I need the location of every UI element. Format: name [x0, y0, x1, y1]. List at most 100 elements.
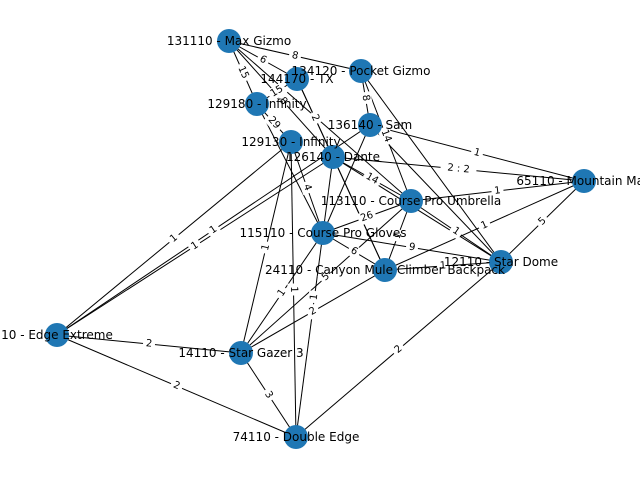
edge-weight-text: 14 — [379, 128, 394, 144]
edge-weight-text: 26 — [359, 210, 375, 225]
edge-weight-text: 1 — [479, 219, 489, 232]
edge-weight-label: 15 — [233, 61, 253, 84]
edge-weight-label-bg — [390, 227, 406, 244]
edge-weight-text: 15 — [235, 64, 250, 80]
node-label: 129180 - Infinity — [207, 97, 306, 111]
edge-weight-label-bg — [356, 208, 378, 226]
node-n10 — [45, 323, 69, 347]
node-n134120 — [349, 59, 373, 83]
edge-weight-label-bg — [233, 61, 253, 84]
edge-weight-label: 1 — [258, 240, 274, 255]
node-n126140 — [321, 145, 345, 169]
edge-weight-label-bg — [258, 240, 274, 255]
edge-weight-label: 1 — [287, 283, 300, 296]
edge-weight-text: 6 — [348, 245, 359, 258]
edge-weight-label: 1 — [186, 237, 204, 255]
node-label: 113110 - Course Pro Umbrella — [321, 194, 502, 208]
edge — [369, 124, 502, 263]
node-label: 115110 - Course Pro Gloves — [239, 226, 406, 240]
node-label: 134120 - Pocket Gizmo — [292, 64, 431, 78]
edge-weight-label: 1 — [165, 230, 183, 247]
edge-weight-label-bg — [307, 110, 323, 126]
edge-weight-label-bg — [273, 284, 291, 302]
edge-weight-text: 1 — [392, 231, 405, 241]
edge-weight-label-bg — [186, 237, 204, 255]
node-n65110 — [572, 169, 596, 193]
node-label: 14110 - Star Gazer 3 — [178, 346, 303, 360]
edge-weight-label: 15 — [266, 81, 288, 102]
edge-weight-text: 14 — [364, 171, 380, 187]
node-n131110 — [217, 29, 241, 53]
edge-weight-text: 8 — [360, 94, 372, 102]
edge-weight-label: 26 — [356, 208, 378, 226]
edge-weight-text: 3 — [262, 389, 275, 400]
edge-weight-label: 8 — [358, 91, 373, 105]
edge-weight-label: 14 — [361, 169, 383, 189]
edge-weight-text: 1 — [288, 286, 299, 293]
edge-weight-label-bg — [260, 386, 277, 404]
node-n129180 — [245, 92, 269, 116]
edge-weight-text: 1 — [439, 260, 446, 271]
edge-weight-label: 29 — [263, 112, 285, 134]
edge-weight-text: 4 — [301, 183, 313, 193]
node-label: 144170 - TX — [260, 72, 333, 86]
node-n144170 — [285, 67, 309, 91]
edge-weight-label: 6 — [254, 51, 272, 69]
node-n129130 — [279, 130, 303, 154]
edge-weight-text: 2 : 2 — [447, 162, 470, 175]
edge-weight-text: 1 — [494, 185, 502, 197]
node-label: 131110 - Max Gizmo — [167, 34, 291, 48]
node-n24110 — [373, 258, 397, 282]
edge-weight-label-bg — [287, 48, 303, 64]
edge-weight-text: 1 — [309, 293, 321, 301]
edge-weight-label-bg — [358, 91, 373, 105]
edge-weight-label-bg — [254, 51, 272, 69]
edge-weight-text: 1 — [276, 287, 289, 298]
edge-weight-label: 1 — [307, 290, 322, 304]
node-label: 24110 - Canyon Mule Climber Backpack — [265, 263, 505, 277]
edge-weight-label: 2 — [307, 110, 323, 126]
node-label: 74110 - Double Edge — [233, 430, 360, 444]
edge-weight-label-bg — [307, 290, 322, 304]
edge-weight-label-bg — [299, 179, 315, 196]
edge-weight-text: 1 — [168, 232, 180, 245]
node-label: 129130 - Infinity — [241, 135, 340, 149]
edge-weight-label: 1 — [390, 227, 406, 244]
edge-weight-text: 2 — [307, 305, 318, 318]
edge-weight-label: 8 — [287, 48, 303, 64]
edge-weight-label-bg — [469, 145, 485, 161]
node-label: 12110 - Star Dome — [444, 255, 558, 269]
node-label: 126140 - Dante — [286, 150, 380, 164]
edge-weight-label: 2 — [390, 341, 407, 358]
edge-weight-label: 9 — [405, 240, 419, 255]
edge-weight-label: 1 — [205, 221, 222, 239]
edge-weight-label: 1 — [273, 284, 291, 302]
edge-weight-label: 1 — [436, 259, 450, 273]
edge-weight-label: 1 — [469, 145, 485, 161]
edge-weight-label-bg — [490, 184, 505, 198]
edge-weight-label: 1 — [476, 217, 493, 234]
node-n113110 — [399, 189, 423, 213]
edge-weight-label: 1 — [490, 184, 505, 198]
edge-weight-label: 3 — [260, 386, 277, 404]
edge-weight-label-bg — [168, 378, 185, 394]
edge-weight-label: 2 — [142, 337, 156, 351]
node-n136140 — [358, 113, 382, 137]
edge-weight-label: 2 — [304, 303, 322, 320]
edge-weight-label: 14 — [377, 125, 395, 147]
edge-weight-text: 8 — [291, 50, 300, 62]
edge-weight-text: 1 — [473, 147, 482, 159]
edge-weight-label-bg — [142, 337, 156, 351]
edge-weight-label-bg — [287, 283, 300, 296]
edge-weight-label-bg — [317, 268, 335, 286]
edge-weight-text: 1 — [189, 240, 200, 253]
edge-weight-label-bg — [436, 259, 450, 273]
edge-weight-label: 5 — [317, 268, 335, 286]
edge-weight-label: 2 — [168, 378, 185, 394]
edge-weight-label-bg — [304, 303, 322, 320]
edge-weight-label-bg — [440, 161, 477, 177]
node-n12110 — [489, 250, 513, 274]
edge-weight-text: 2 — [171, 380, 181, 393]
edge-weight-label: 6 — [345, 243, 363, 260]
